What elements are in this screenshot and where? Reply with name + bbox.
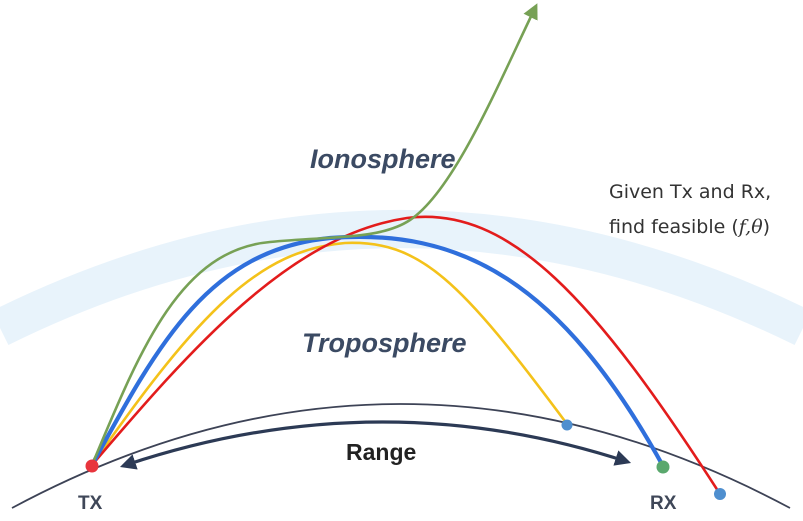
green-ray	[90, 3, 538, 466]
rx-point	[656, 460, 670, 474]
troposphere-label: Troposphere	[302, 328, 467, 358]
note-line-2: find feasible (f,θ)	[609, 216, 770, 238]
tx-label: TX	[78, 493, 103, 514]
note-line-2-suffix: )	[763, 216, 770, 238]
tx-point	[85, 459, 99, 473]
red-ray	[91, 215, 722, 495]
range-arrow	[119, 420, 632, 470]
rx-label: RX	[650, 493, 677, 514]
note-line-1: Given Tx and Rx,	[609, 181, 771, 203]
yellow-landing-point	[561, 419, 573, 431]
note-math-f-theta: f,θ	[737, 216, 763, 238]
note-line-2-prefix: find feasible (	[609, 216, 739, 238]
ionosphere-band	[0, 210, 803, 346]
range-label: Range	[346, 439, 416, 465]
red-landing-point	[714, 488, 726, 500]
ionosphere-label: Ionosphere	[310, 144, 456, 174]
yellow-ray	[90, 241, 569, 466]
